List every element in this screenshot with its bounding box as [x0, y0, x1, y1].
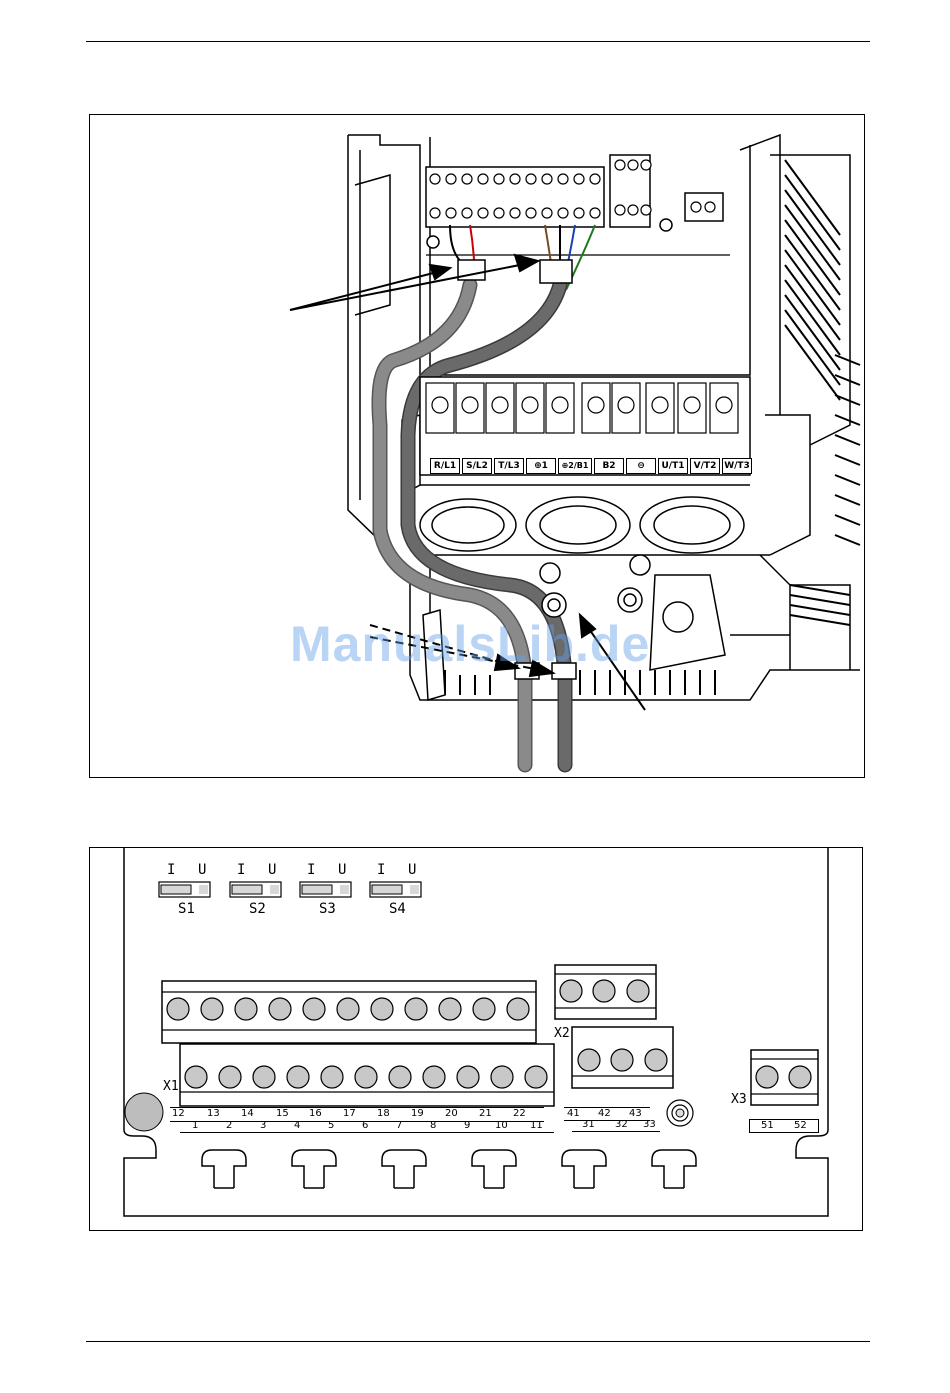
x1-terminal-10: 10 — [495, 1120, 508, 1131]
switch-s4-left-label: I — [377, 862, 385, 878]
switch-s4-name: S4 — [389, 901, 406, 917]
x1-terminal-18: 18 — [377, 1108, 390, 1119]
watermark: ManualsLib.de — [290, 615, 650, 673]
connector-x1-label: X1 — [163, 1079, 179, 1094]
x2-terminal-33: 33 — [643, 1119, 656, 1130]
x1-bottom-numbers: 1 2 3 4 5 6 7 8 9 10 11 — [180, 1120, 554, 1133]
vent-slots — [445, 670, 715, 695]
wiring-figure: R/L1 S/L2 T/L3 ⊕1 ⊕2/B1 B2 ⊖ U/T1 V/T2 W… — [89, 114, 865, 778]
x1-terminal-19: 19 — [411, 1108, 424, 1119]
control-board-outline — [90, 848, 862, 1230]
x1-terminal-6: 6 — [362, 1120, 368, 1131]
x1-terminal-11: 11 — [530, 1120, 543, 1131]
x1-terminal-15: 15 — [276, 1108, 289, 1119]
connector-x2-label: X2 — [554, 1026, 570, 1041]
x1-terminal-8: 8 — [430, 1120, 436, 1131]
x1-terminal-9: 9 — [464, 1120, 470, 1131]
cable-clamps-top — [458, 260, 572, 283]
x3-numbers: 51 52 — [749, 1119, 819, 1133]
switch-s1-left-label: I — [167, 862, 175, 878]
x1-terminal-2: 2 — [226, 1120, 232, 1131]
switch-s1-right-label: U — [198, 862, 206, 878]
x1-terminal-16: 16 — [309, 1108, 322, 1119]
connector-x3-label: X3 — [731, 1092, 747, 1107]
x1-terminal-14: 14 — [241, 1108, 254, 1119]
x2-bottom-numbers: 31 32 33 — [572, 1119, 660, 1132]
switch-s2-name: S2 — [249, 901, 266, 917]
terminal-label-w-t3: W/T3 — [722, 458, 752, 474]
x1-terminal-22: 22 — [513, 1108, 526, 1119]
footer-rule — [86, 1341, 870, 1342]
x1-terminal-13: 13 — [207, 1108, 220, 1119]
dip-switch-bodies — [159, 882, 421, 897]
x1-terminal-7: 7 — [396, 1120, 402, 1131]
x1-terminal-17: 17 — [343, 1108, 356, 1119]
switch-s2-right-label: U — [268, 862, 276, 878]
switch-s3-left-label: I — [307, 862, 315, 878]
terminal-label-s-l2: S/L2 — [462, 458, 492, 474]
terminal-label-r-l1: R/L1 — [430, 458, 460, 474]
header-rule — [86, 41, 870, 42]
wiring-illustration — [90, 115, 864, 777]
x1-terminal-12: 12 — [172, 1108, 185, 1119]
control-terminal-figure: I U S1 I U S2 I U S3 I U S4 X1 X2 X3 12 … — [89, 847, 863, 1231]
switch-s4-right-label: U — [408, 862, 416, 878]
x1-terminal-3: 3 — [260, 1120, 266, 1131]
terminal-label-t-l3: T/L3 — [494, 458, 524, 474]
terminal-label-b2: B2 — [594, 458, 624, 474]
switch-s3-right-label: U — [338, 862, 346, 878]
x1-terminal-1: 1 — [192, 1120, 198, 1131]
terminal-label-minus: ⊖ — [626, 458, 656, 474]
power-terminal-labels: R/L1 S/L2 T/L3 ⊕1 ⊕2/B1 B2 ⊖ U/T1 V/T2 W… — [430, 458, 752, 474]
terminal-label-plus2-b1: ⊕2/B1 — [558, 458, 592, 474]
terminal-label-v-t2: V/T2 — [690, 458, 720, 474]
terminal-label-plus1: ⊕1 — [526, 458, 556, 474]
terminal-label-u-t1: U/T1 — [658, 458, 688, 474]
x1-terminal-21: 21 — [479, 1108, 492, 1119]
switch-s1-name: S1 — [178, 901, 195, 917]
x2-terminal-43: 43 — [629, 1108, 642, 1119]
x3-terminal-52: 52 — [794, 1120, 807, 1131]
x1-terminal-4: 4 — [294, 1120, 300, 1131]
cooling-fins — [785, 160, 860, 625]
switch-s2-left-label: I — [237, 862, 245, 878]
cable-glands — [420, 497, 744, 553]
x2-terminal-41: 41 — [567, 1108, 580, 1119]
switch-s3-name: S3 — [319, 901, 336, 917]
x3-terminal-51: 51 — [761, 1120, 774, 1131]
x1-terminal-20: 20 — [445, 1108, 458, 1119]
x2-terminal-42: 42 — [598, 1108, 611, 1119]
x1-terminal-5: 5 — [328, 1120, 334, 1131]
x2-terminal-32: 32 — [615, 1119, 628, 1130]
x2-terminal-31: 31 — [582, 1119, 595, 1130]
